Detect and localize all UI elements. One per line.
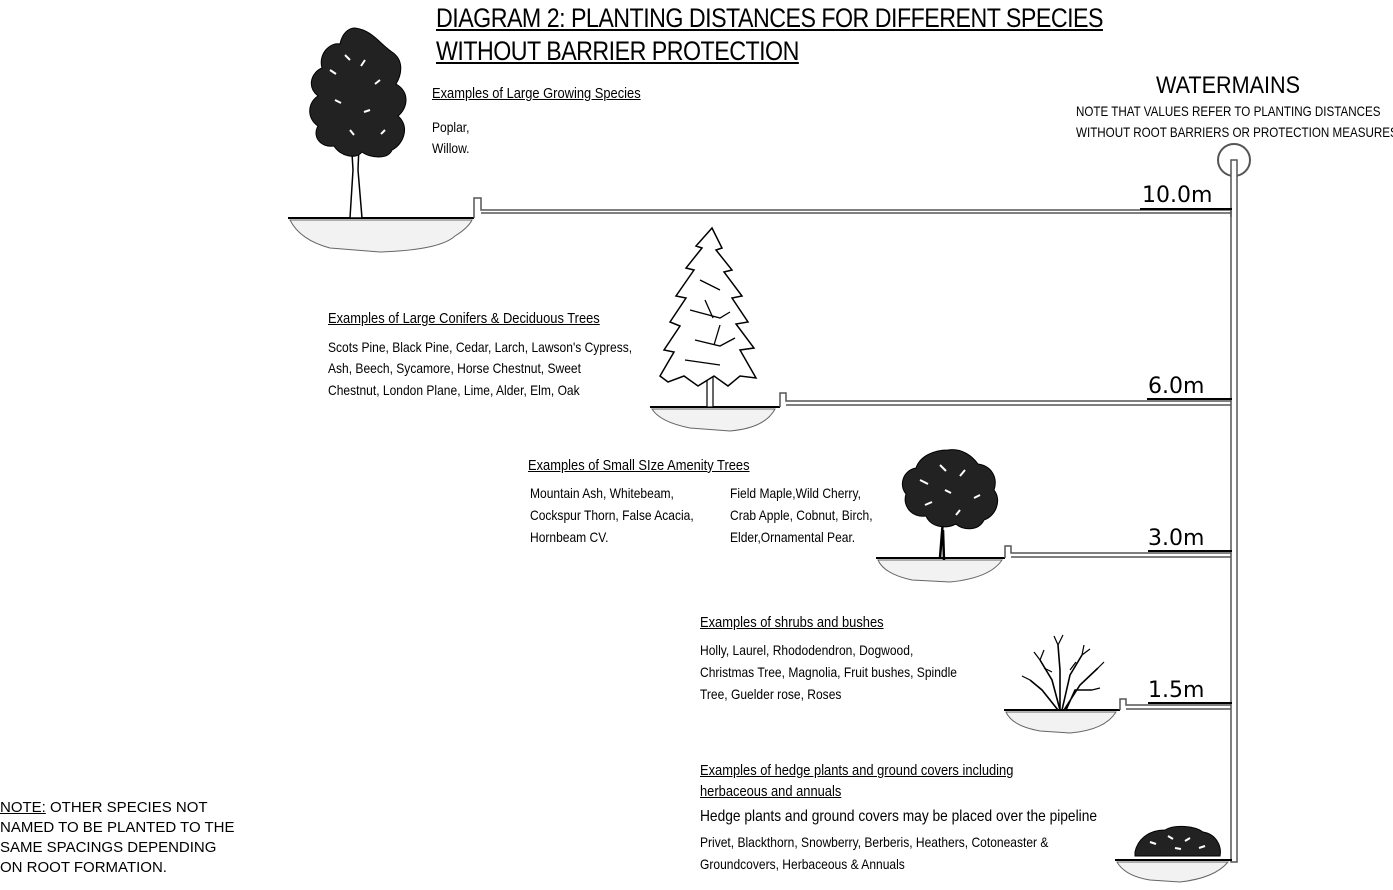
distance-label-3m: 3.0m bbox=[1148, 526, 1205, 551]
conifer-tree-icon bbox=[659, 226, 758, 408]
footnote-line3: SAME SPACINGS DEPENDING bbox=[0, 839, 217, 856]
level-groundcover-drawing bbox=[1115, 859, 1232, 883]
watermain-vertical-pipe bbox=[1230, 159, 1238, 863]
amenity-col2-line-1: Field Maple,Wild Cherry, bbox=[730, 485, 861, 501]
large-species-heading: Examples of Large Growing Species bbox=[432, 85, 641, 102]
level-10m-drawing bbox=[288, 197, 1232, 253]
amenity-col2-line-2: Crab Apple, Cobnut, Birch, bbox=[730, 507, 873, 523]
hedge-line-2: Groundcovers, Herbaceous & Annuals bbox=[700, 856, 905, 872]
footnote-line1: NOTE: OTHER SPECIES NOT bbox=[0, 798, 208, 818]
hedge-subnote: Hedge plants and ground covers may be pl… bbox=[700, 808, 1098, 825]
hedge-line-1: Privet, Blackthorn, Snowberry, Berberis,… bbox=[700, 834, 1049, 850]
distance-label-1-5m: 1.5m bbox=[1148, 678, 1205, 703]
large-species-line-2: Willow. bbox=[432, 140, 470, 156]
hedge-heading-line2: herbaceous and annuals bbox=[700, 783, 842, 800]
amenity-trees-heading: Examples of Small SIze Amenity Trees bbox=[528, 457, 750, 474]
amenity-col2-line-3: Elder,Ornamental Pear. bbox=[730, 529, 856, 545]
large-species-line-1: Poplar, bbox=[432, 119, 470, 135]
footnote-line4: ON ROOT FORMATION. bbox=[0, 859, 167, 876]
watermains-note-line2: WITHOUT ROOT BARRIERS OR PROTECTION MEAS… bbox=[1076, 124, 1393, 140]
amenity-col1-line-3: Hornbeam CV. bbox=[530, 529, 609, 545]
conifers-line-1: Scots Pine, Black Pine, Cedar, Larch, La… bbox=[328, 339, 633, 355]
large-tree-icon bbox=[309, 27, 407, 219]
footnote-line2: NAMED TO BE PLANTED TO THE bbox=[0, 819, 235, 836]
conifers-line-3: Chestnut, London Plane, Lime, Alder, Elm… bbox=[328, 382, 580, 398]
diagram-title-line1: DIAGRAM 2: PLANTING DISTANCES FOR DIFFER… bbox=[436, 3, 1103, 33]
distance-label-10m: 10.0m bbox=[1142, 183, 1213, 208]
small-amenity-tree-icon bbox=[901, 449, 999, 561]
level-1-5m-drawing bbox=[1004, 698, 1232, 734]
amenity-col1-line-1: Mountain Ash, Whitebeam, bbox=[530, 485, 674, 501]
footnote-prefix: NOTE: bbox=[0, 799, 46, 816]
groundcover-icon bbox=[1134, 825, 1221, 857]
shrubs-line-1: Holly, Laurel, Rhododendron, Dogwood, bbox=[700, 642, 914, 658]
shrub-icon bbox=[1021, 634, 1105, 711]
footnote-line1-rest: OTHER SPECIES NOT bbox=[45, 799, 208, 816]
watermains-label: WATERMAINS bbox=[1156, 72, 1300, 99]
shrubs-line-2: Christmas Tree, Magnolia, Fruit bushes, … bbox=[700, 664, 957, 680]
hedge-heading-line1: Examples of hedge plants and ground cove… bbox=[700, 762, 1014, 779]
conifers-line-2: Ash, Beech, Sycamore, Horse Chestnut, Sw… bbox=[328, 360, 581, 376]
shrubs-heading: Examples of shrubs and bushes bbox=[700, 614, 884, 631]
diagram-title-line2: WITHOUT BARRIER PROTECTION bbox=[436, 36, 799, 66]
conifers-heading: Examples of Large Conifers & Deciduous T… bbox=[328, 310, 600, 327]
amenity-col1-line-2: Cockspur Thorn, False Acacia, bbox=[530, 507, 694, 523]
level-3m-drawing bbox=[876, 545, 1232, 583]
shrubs-line-3: Tree, Guelder rose, Roses bbox=[700, 686, 842, 702]
distance-label-6m: 6.0m bbox=[1148, 374, 1205, 399]
watermains-note-line1: NOTE THAT VALUES REFER TO PLANTING DISTA… bbox=[1076, 103, 1381, 119]
level-6m-drawing bbox=[650, 392, 1232, 432]
